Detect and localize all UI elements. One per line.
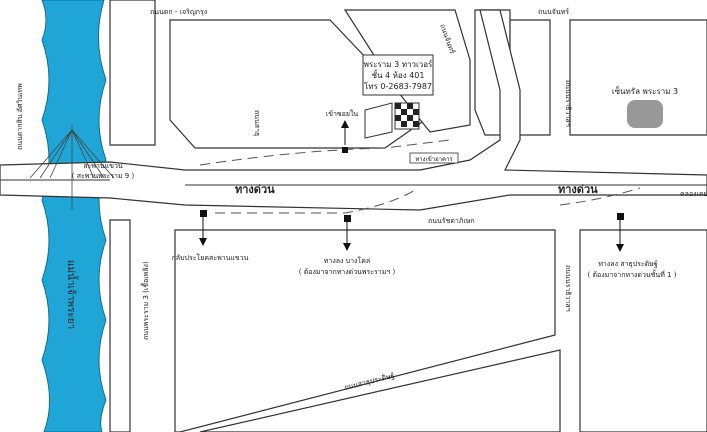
exit2-label-line2: ( ต้องมาจากทางด่วนพระรามฯ ) — [299, 268, 396, 276]
building-phone: โทร 0-2683-7987 — [364, 81, 432, 91]
road-tak-sin: ถนนตากสิน อัศวินเทพ — [16, 83, 24, 150]
exit-marker-1 — [199, 210, 207, 246]
road-charoen-krung: ถนนตก - เจริญกรุง — [150, 8, 207, 16]
building-name: พระราม 3 ทาวเวอร์ — [364, 59, 433, 69]
block-south-right — [579, 229, 707, 432]
chao-phraya-river — [41, 0, 107, 432]
city-blocks — [109, 0, 707, 432]
exit3-label-line1: ทางลง สาธุประดิษฐ์ — [598, 260, 657, 268]
rama3-tower-building — [364, 102, 420, 139]
exit3-label-line2: ( ต้องมาจากทางด่วนชั้นที่ 1 ) — [588, 268, 677, 279]
block-south-bottom — [199, 349, 561, 432]
entrance-label: เข้าซอยใน — [326, 109, 359, 118]
bridge-label-line2: ( สะพานพระราม 9 ) — [72, 172, 135, 180]
road-lower-main: ถนนรัชดาภิเษก — [428, 217, 475, 225]
block-south-left — [109, 219, 131, 432]
exit-marker-3 — [616, 213, 624, 252]
block-top-left — [109, 0, 156, 146]
gate-label: ทางเข้าอาคาร — [415, 156, 453, 163]
bridge-label-line1: สะพานแขวน — [83, 162, 123, 170]
expressway — [0, 9, 707, 214]
block-north-right3 — [569, 19, 707, 136]
expressway-band — [0, 9, 707, 211]
building-info-box — [362, 54, 434, 96]
river-label: แม่น้ำเจ้าพระยา — [65, 260, 79, 329]
road-narathiwat-top: ถนนนราธิวาสฯ — [564, 80, 572, 127]
block-south-mid — [174, 229, 556, 432]
road-top-right: ถนนจันทร์ — [538, 8, 569, 16]
exit2-label-line1: ทางลง บางโคล่ — [324, 256, 370, 265]
central-rama3-label: เซ็นทรัล พระราม 3 — [612, 86, 678, 96]
road-khlong-toei: คลองเตย — [680, 190, 707, 198]
road-narathiwat-bottom: ถนนนราธิวาสฯ — [564, 265, 572, 312]
expressway-label-left: ทางด่วน — [235, 183, 275, 196]
expressway-label-right: ทางด่วน — [558, 183, 598, 196]
central-rama3-marker — [627, 100, 663, 128]
exit1-label: กลับประโยคสะพานแขวน — [172, 253, 249, 262]
rama9-bridge — [29, 125, 115, 210]
exit-marker-2 — [343, 215, 351, 251]
road-rama3-vertical: ถนนพระราม 3 (เชื้อเพลิง) — [139, 261, 150, 340]
building-floor: ชั้น 4 ห้อง 401 — [372, 69, 425, 80]
road-sathu-short: ถนนสาธุ — [253, 110, 261, 136]
